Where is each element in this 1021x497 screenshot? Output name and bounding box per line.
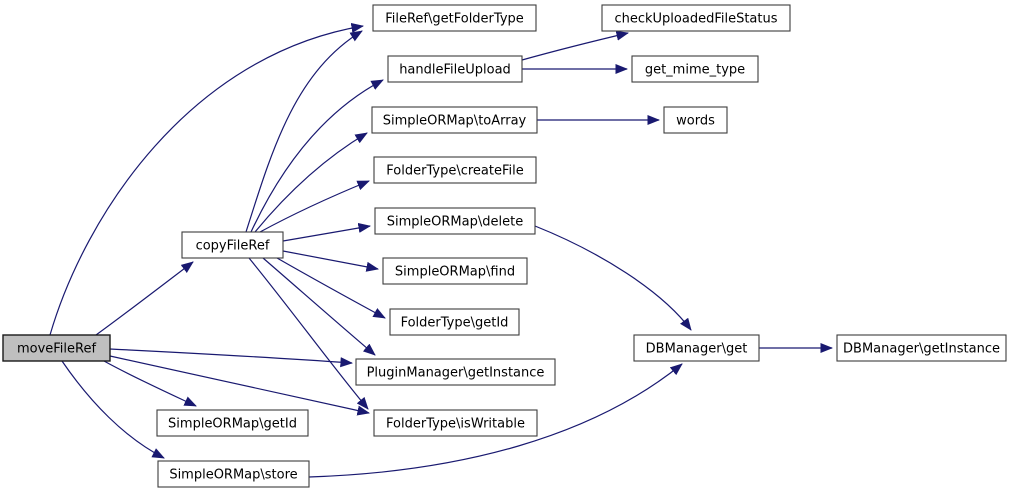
node-box-SimpleORMap_find[interactable] bbox=[382, 257, 528, 285]
node-label-SimpleORMap_delete: SimpleORMap\delete bbox=[387, 215, 523, 230]
node-PluginManager_getInstance[interactable]: PluginManager\getInstance bbox=[355, 358, 556, 386]
node-label-FolderType_createFile: FolderType\createFile bbox=[386, 164, 523, 179]
node-box-get_mime_type[interactable] bbox=[631, 55, 759, 83]
node-label-get_mime_type: get_mime_type bbox=[645, 63, 745, 78]
node-box-copyFileRef[interactable] bbox=[181, 231, 284, 259]
edge-moveFileRef-to-SimpleORMap_store bbox=[61, 360, 165, 459]
node-box-FolderType_getId[interactable] bbox=[389, 308, 520, 336]
node-DBManager_getInstance[interactable]: DBManager\getInstance bbox=[836, 334, 1007, 362]
node-DBManager_get[interactable]: DBManager\get bbox=[633, 334, 760, 362]
node-SimpleORMap_getId[interactable]: SimpleORMap\getId bbox=[156, 409, 309, 437]
node-box-PluginManager_getInstance[interactable] bbox=[355, 358, 556, 386]
node-copyFileRef[interactable]: copyFileRef bbox=[181, 231, 284, 259]
node-label-SimpleORMap_store: SimpleORMap\store bbox=[169, 468, 297, 483]
node-box-FolderType_isWritable[interactable] bbox=[373, 409, 538, 437]
node-label-FolderType_isWritable: FolderType\isWritable bbox=[386, 417, 525, 432]
node-FolderType_createFile[interactable]: FolderType\createFile bbox=[373, 156, 537, 184]
node-label-SimpleORMap_toArray: SimpleORMap\toArray bbox=[383, 114, 527, 129]
edge-moveFileRef-to-SimpleORMap_getId bbox=[103, 360, 197, 407]
node-words[interactable]: words bbox=[663, 106, 728, 134]
node-SimpleORMap_find[interactable]: SimpleORMap\find bbox=[382, 257, 528, 285]
edge-copyFileRef-to-SimpleORMap_delete bbox=[282, 223, 371, 242]
node-FolderType_getId[interactable]: FolderType\getId bbox=[389, 308, 520, 336]
node-label-PluginManager_getInstance: PluginManager\getInstance bbox=[367, 366, 545, 381]
edge-handleFileUpload-to-checkUploadedFileStatus bbox=[521, 30, 629, 61]
edge-copyFileRef-to-FolderType_isWritable bbox=[248, 257, 369, 410]
node-box-handleFileUpload[interactable] bbox=[387, 55, 523, 83]
node-label-moveFileRef: moveFileRef bbox=[17, 342, 97, 357]
edge-copyFileRef-to-FolderType_createFile bbox=[259, 180, 370, 233]
node-SimpleORMap_delete[interactable]: SimpleORMap\delete bbox=[374, 207, 536, 235]
node-label-words: words bbox=[676, 114, 715, 129]
node-box-SimpleORMap_delete[interactable] bbox=[374, 207, 536, 235]
edge-copyFileRef-to-FileRef_getFolderType bbox=[245, 30, 363, 233]
edges-layer bbox=[49, 22, 834, 478]
node-checkUploadedFileStatus[interactable]: checkUploadedFileStatus bbox=[601, 4, 791, 32]
edge-SimpleORMap_delete-to-DBManager_get bbox=[534, 225, 692, 331]
node-box-checkUploadedFileStatus[interactable] bbox=[601, 4, 791, 32]
node-label-handleFileUpload: handleFileUpload bbox=[399, 63, 511, 78]
node-label-FolderType_getId: FolderType\getId bbox=[401, 316, 509, 331]
node-box-DBManager_get[interactable] bbox=[633, 334, 760, 362]
node-FolderType_isWritable[interactable]: FolderType\isWritable bbox=[373, 409, 538, 437]
node-label-FileRef_getFolderType: FileRef\getFolderType bbox=[385, 12, 524, 27]
node-box-moveFileRef[interactable] bbox=[2, 334, 111, 362]
node-get_mime_type[interactable]: get_mime_type bbox=[631, 55, 759, 83]
edge-copyFileRef-to-SimpleORMap_toArray bbox=[254, 132, 368, 233]
edge-copyFileRef-to-FolderType_getId bbox=[276, 257, 386, 319]
node-label-SimpleORMap_find: SimpleORMap\find bbox=[395, 265, 515, 280]
edge-moveFileRef-to-PluginManager_getInstance bbox=[109, 348, 354, 368]
node-box-words[interactable] bbox=[663, 106, 728, 134]
node-box-SimpleORMap_getId[interactable] bbox=[156, 409, 309, 437]
node-label-DBManager_getInstance: DBManager\getInstance bbox=[843, 342, 1000, 357]
node-SimpleORMap_toArray[interactable]: SimpleORMap\toArray bbox=[371, 106, 538, 134]
node-FileRef_getFolderType[interactable]: FileRef\getFolderType bbox=[372, 4, 537, 32]
edge-moveFileRef-to-copyFileRef bbox=[95, 261, 194, 336]
edge-copyFileRef-to-handleFileUpload bbox=[250, 79, 384, 233]
nodes-layer: moveFileRef copyFileRef FileRef\getFolderT… bbox=[2, 4, 1007, 488]
node-box-DBManager_getInstance[interactable] bbox=[836, 334, 1007, 362]
node-box-FileRef_getFolderType[interactable] bbox=[372, 4, 537, 32]
node-label-copyFileRef: copyFileRef bbox=[196, 239, 270, 254]
node-label-SimpleORMap_getId: SimpleORMap\getId bbox=[168, 417, 297, 432]
node-moveFileRef[interactable]: moveFileRef bbox=[2, 334, 111, 362]
edge-moveFileRef-to-FileRef_getFolderType bbox=[49, 22, 364, 336]
node-label-checkUploadedFileStatus: checkUploadedFileStatus bbox=[614, 12, 777, 27]
node-box-FolderType_createFile[interactable] bbox=[373, 156, 537, 184]
edge-moveFileRef-to-FolderType_isWritable bbox=[109, 355, 370, 416]
node-label-DBManager_get: DBManager\get bbox=[646, 342, 748, 357]
edge-SimpleORMap_store-to-DBManager_get bbox=[308, 363, 683, 478]
node-handleFileUpload[interactable]: handleFileUpload bbox=[387, 55, 523, 83]
node-SimpleORMap_store[interactable]: SimpleORMap\store bbox=[157, 460, 310, 488]
node-box-SimpleORMap_toArray[interactable] bbox=[371, 106, 538, 134]
edge-copyFileRef-to-PluginManager_getInstance bbox=[262, 257, 376, 356]
edge-copyFileRef-to-SimpleORMap_find bbox=[282, 250, 379, 272]
node-box-SimpleORMap_store[interactable] bbox=[157, 460, 310, 488]
